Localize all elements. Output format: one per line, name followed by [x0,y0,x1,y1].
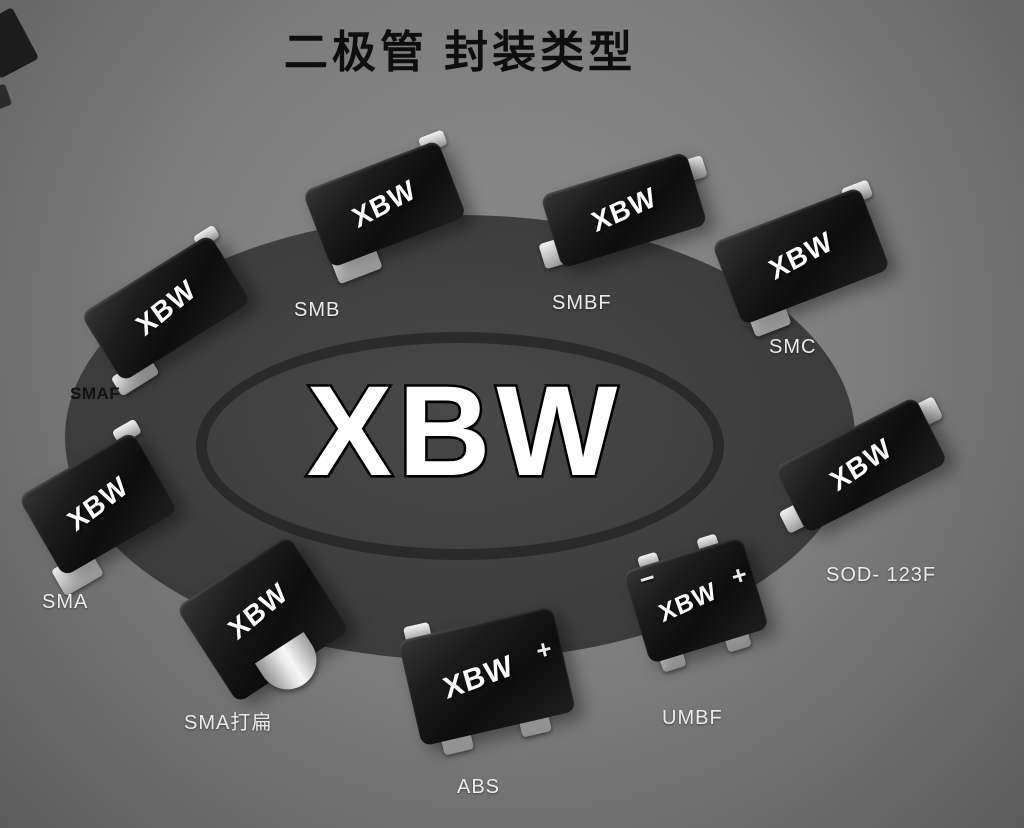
label-smb: SMB [294,299,341,321]
photo-edge-artifact [0,83,13,111]
inner-ellipse-ring [196,332,724,560]
minus-mark: − [635,561,659,595]
plus-mark: + [533,633,555,666]
label-smaf: SMAF [70,384,121,403]
brand-text: XBW [222,576,294,646]
label-smbf: SMBF [552,292,612,314]
brand-text: XBW [824,432,897,498]
brand-text: XBW [587,181,661,239]
brand-text: XBW [655,576,721,628]
label-smc: SMC [769,336,817,358]
package-abs: + XBW [397,605,577,756]
brand-text: XBW [61,469,134,538]
label-umbf: UMBF [662,707,723,729]
brand-text: XBW [764,225,838,286]
center-watermark: XBW [304,358,624,506]
brand-text: XBW [347,173,421,234]
package-smc: XBW [711,179,891,338]
label-sma-flat: SMA打扁 [184,712,273,734]
brand-text: XBW [130,273,202,342]
label-sod-123f: SOD- 123F [826,564,937,586]
plus-mark: + [727,558,751,592]
package-umbf: − + XBW [622,533,770,673]
package-body: XBW [711,186,891,326]
label-sma: SMA [42,591,89,613]
page-title: 二极管 封装类型 [283,28,637,77]
label-abs: ABS [457,776,501,798]
brand-text: XBW [439,649,517,706]
